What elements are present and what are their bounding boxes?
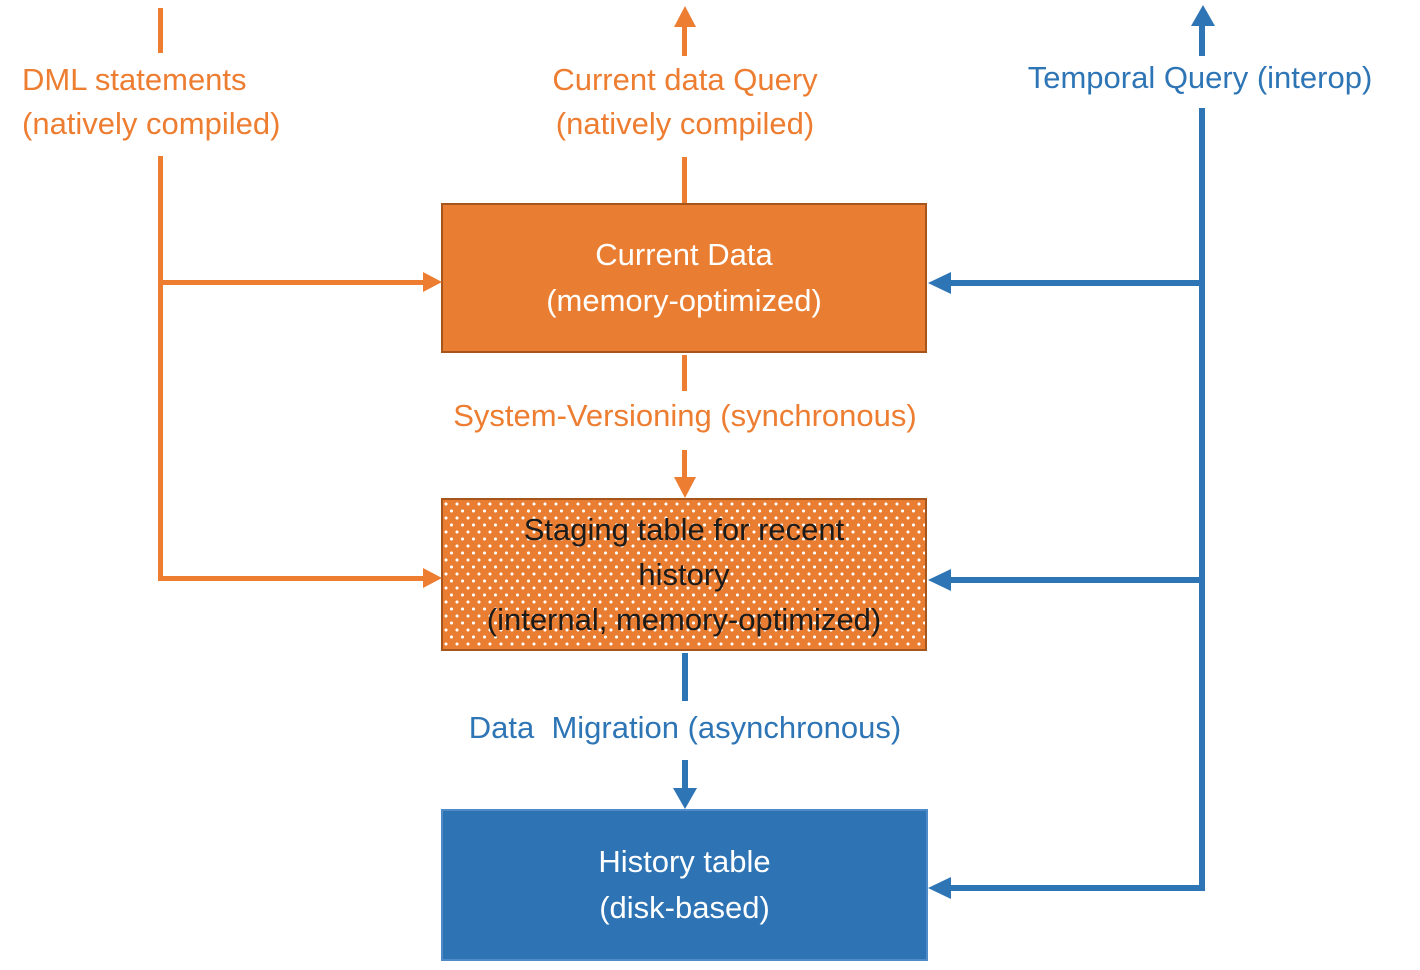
arrow-down-icon <box>673 788 697 809</box>
system-versioning-line-bottom <box>682 450 687 480</box>
arrow-up-icon <box>1191 5 1215 26</box>
staging-table-node: Staging table for recent history (intern… <box>441 498 927 651</box>
arrow-down-icon <box>674 477 696 498</box>
dml-to-staging-line <box>160 576 426 581</box>
dml-vertical-line-main <box>158 156 163 581</box>
temporal-to-history-line <box>950 885 1205 891</box>
staging-table-node-line2: history <box>638 557 730 592</box>
current-query-line-top <box>682 26 687 56</box>
dml-statements-label-line2: (natively compiled) <box>22 106 281 141</box>
arrow-up-icon <box>674 6 696 27</box>
arrow-right-icon <box>423 272 442 292</box>
system-versioning-line-top <box>682 355 687 391</box>
arrow-left-icon <box>928 569 951 591</box>
arrow-right-icon <box>423 568 442 588</box>
dml-vertical-line-top <box>158 8 163 53</box>
current-data-node-line1: Current Data <box>595 237 773 272</box>
current-data-query-label-line2: (natively compiled) <box>555 106 815 141</box>
system-versioning-label: System-Versioning (synchronous) <box>453 398 917 433</box>
current-data-query-label: Current data Query (natively compiled) <box>435 58 935 146</box>
staging-table-node-line1: Staging table for recent <box>523 512 845 547</box>
temporal-query-label: Temporal Query (interop) <box>1027 60 1373 95</box>
data-migration-line-bottom <box>682 760 688 790</box>
arrow-left-icon <box>928 272 951 294</box>
temporal-vertical-line-top <box>1199 26 1205 56</box>
data-migration-line-top <box>682 653 688 701</box>
temporal-vertical-line-main <box>1199 108 1205 891</box>
current-query-line-bottom <box>682 157 687 203</box>
current-data-node-line2: (memory-optimized) <box>546 283 822 318</box>
history-table-node-line2: (disk-based) <box>599 890 770 925</box>
arrow-left-icon <box>928 877 951 899</box>
current-data-query-label-line1: Current data Query <box>552 62 818 97</box>
history-table-node-line1: History table <box>598 844 771 879</box>
data-migration-label: Data Migration (asynchronous) <box>468 710 902 745</box>
dml-to-current-line <box>160 280 426 285</box>
temporal-to-current-line <box>950 280 1205 286</box>
history-table-node: History table (disk-based) <box>441 809 928 961</box>
dml-statements-label: DML statements (natively compiled) <box>22 58 362 146</box>
current-data-node: Current Data (memory-optimized) <box>441 203 927 353</box>
temporal-to-staging-line <box>950 577 1205 583</box>
staging-table-node-line3: (internal, memory-optimized) <box>486 602 882 637</box>
dml-statements-label-line1: DML statements <box>22 62 247 97</box>
